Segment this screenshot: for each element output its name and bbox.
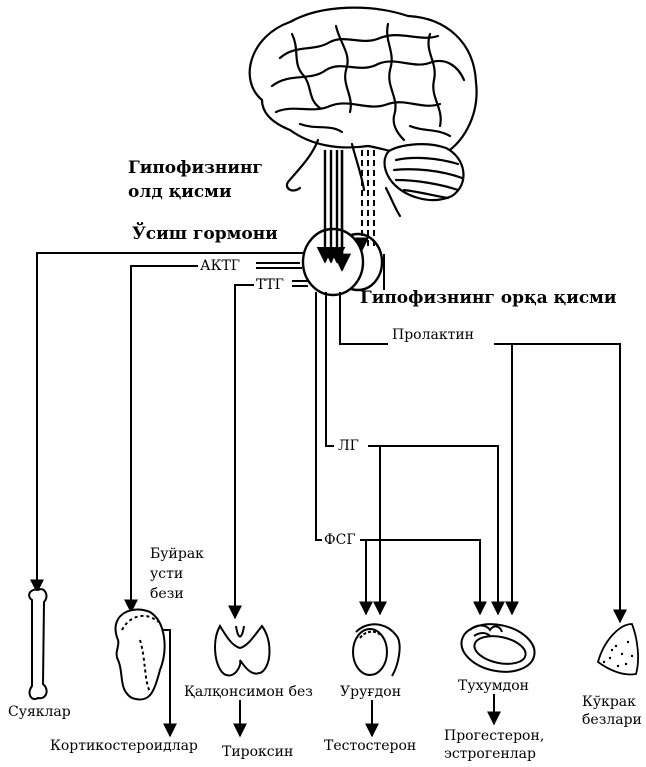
breast-label-line1: Кўкрак — [582, 694, 636, 710]
fsh-label: ФСГ — [324, 532, 356, 548]
bone-illustration — [29, 589, 46, 699]
growth-hormone-label: Ўсиш гормони — [132, 224, 278, 244]
posterior-pituitary-label: Гипофизнинг орқа қисми — [360, 288, 617, 308]
ovary-illustration — [457, 618, 539, 678]
testosterone-label: Тестостерон — [324, 738, 416, 754]
adrenal-label-line3: бези — [150, 586, 184, 602]
ovary-output-label-line2: эстрогенлар — [444, 746, 536, 762]
brain-illustration — [250, 8, 477, 216]
corticosteroids-label: Кортикостероидлар — [50, 738, 198, 754]
anterior-pituitary-label-line1: Гипофизнинг — [128, 158, 263, 178]
prolactin-label: Пролактин — [392, 327, 474, 343]
adrenal-kidney-illustration — [116, 610, 165, 700]
testis-label: Уруғдон — [340, 684, 401, 700]
ovary-label: Тухумдон — [458, 678, 529, 694]
adrenal-label-line1: Буйрак — [150, 546, 204, 562]
lh-label: ЛГ — [338, 438, 359, 454]
fsh-path — [316, 292, 322, 540]
lh-path — [326, 292, 334, 446]
tsh-label: ТТГ — [256, 277, 284, 293]
thyroxine-label: Тироксин — [222, 744, 293, 760]
anterior-pituitary-label-line2: олд қисми — [128, 182, 232, 202]
testis-illustration — [353, 624, 400, 676]
breast-label-line2: безлари — [582, 712, 642, 728]
acth-label: АКТГ — [200, 258, 240, 274]
growth-hormone-path — [37, 253, 303, 592]
tsh-path — [235, 285, 254, 618]
thyroid-label: Қалқонсимон без — [184, 684, 313, 700]
breast-illustration — [598, 624, 638, 675]
thyroid-illustration — [215, 626, 269, 675]
adrenal-label-line2: усти — [150, 566, 183, 582]
ovary-output-label-line1: Прогестерон, — [444, 728, 544, 744]
bones-label: Суяклар — [8, 704, 71, 720]
